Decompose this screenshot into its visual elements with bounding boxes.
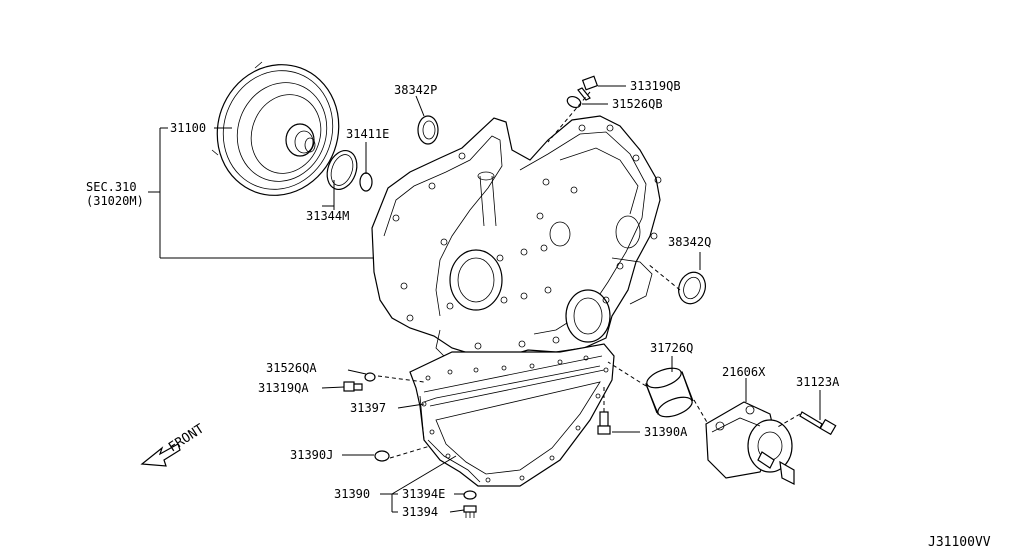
plug-31390J (374, 450, 390, 462)
label-31123A: 31123A (796, 375, 840, 389)
label-21606X: 21606X (722, 365, 766, 379)
label-31411E: 31411E (346, 127, 389, 141)
gasket-31397 (423, 365, 601, 403)
oil-cooler-21606X (705, 401, 795, 485)
bolt-31390A (597, 411, 611, 435)
oil-pan (409, 343, 615, 487)
oil-filter-31726Q (645, 367, 694, 418)
oil-seal-38342P (417, 115, 439, 145)
label-31397: 31397 (350, 401, 386, 415)
front-label: FRONT (166, 421, 207, 455)
label-31100: 31100 (170, 121, 206, 135)
oil-seal-38342Q (678, 271, 706, 305)
label-31394E: 31394E (402, 487, 445, 501)
label-31390A: 31390A (644, 425, 688, 439)
label-sec310-ref: (31020M) (86, 194, 144, 208)
o-ring-31411E (359, 172, 373, 192)
leader-lines (148, 85, 821, 513)
bolt-31319QB (577, 75, 599, 101)
washer-31394E (463, 490, 477, 500)
label-31526QA: 31526QA (266, 361, 317, 375)
torque-converter (211, 61, 340, 196)
label-38342P: 38342P (394, 83, 437, 97)
washer-31526QA (364, 372, 376, 382)
label-31726Q: 31726Q (650, 341, 693, 355)
label-31344M: 31344M (306, 209, 349, 223)
label-31394: 31394 (402, 505, 438, 519)
label-31319QA: 31319QA (258, 381, 309, 395)
bolt-31319QA (343, 381, 363, 392)
drain-plug-31394 (463, 505, 477, 518)
seal-31344M (326, 150, 358, 190)
transaxle-case (371, 115, 662, 385)
washer-31526QB (566, 95, 582, 109)
front-arrow (140, 443, 181, 467)
label-31390J: 31390J (290, 448, 333, 462)
label-38342Q: 38342Q (668, 235, 711, 249)
label-31319QB: 31319QB (630, 79, 681, 93)
bolt-31123A (799, 411, 837, 436)
label-sec310: SEC.310 (86, 180, 137, 194)
label-31526QB: 31526QB (612, 97, 663, 111)
drawing-code: J31100VV (928, 535, 991, 550)
label-31390: 31390 (334, 487, 370, 501)
